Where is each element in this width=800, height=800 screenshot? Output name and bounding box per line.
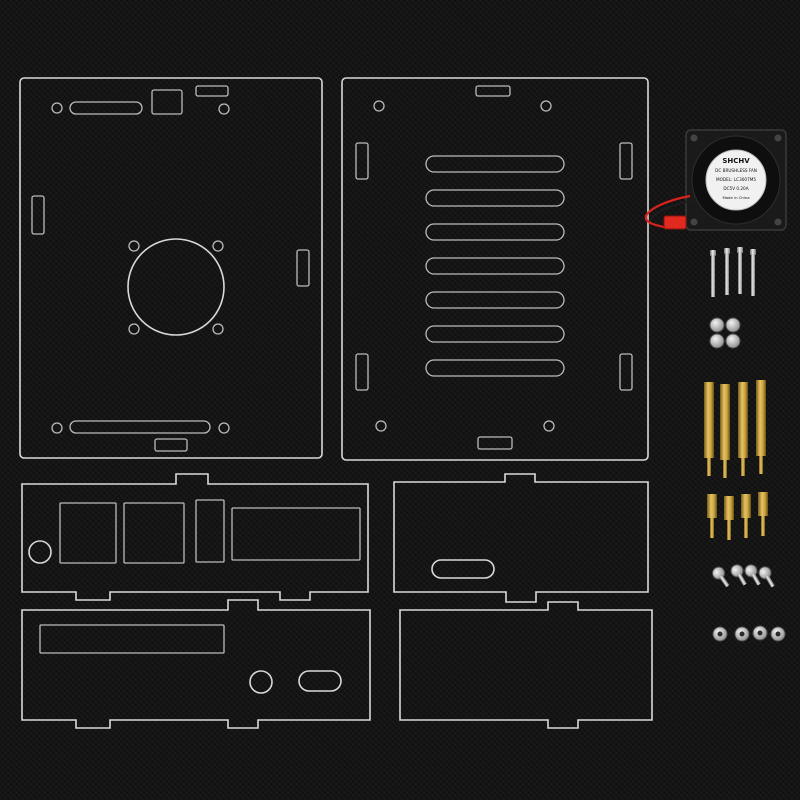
long-brass-standoff [738,382,748,476]
small-nut [734,626,750,642]
hex-nut [725,333,741,349]
short-screw [744,564,761,586]
short-brass-standoffs [707,492,768,540]
acrylic-port-side-panel [21,473,369,601]
hex-nut [709,333,725,349]
fan-origin-text: Made in China [722,195,749,200]
hex-nut [725,317,741,333]
short-screws [712,564,775,588]
long-screw [724,248,730,295]
short-screw [758,566,775,588]
long-screw [737,247,743,294]
small-nut [712,626,728,642]
fan-rating-text: DC5V 0.20A [723,186,748,191]
long-brass-standoff [704,382,714,476]
hex-nuts [709,317,741,349]
long-screws [710,247,756,297]
cooling-fan [685,129,787,231]
acrylic-top-left-plate [19,77,323,459]
long-brass-standoffs [704,380,766,478]
long-screw [710,250,716,297]
short-screw [730,564,747,586]
fan-type-text: DC BRUSHLESS FAN [715,168,757,173]
acrylic-bottom-left-panel [21,599,371,729]
short-brass-standoff [758,492,768,536]
small-nut [770,626,786,642]
fan-wires [644,194,693,230]
short-brass-standoff [707,494,717,538]
acrylic-bottom-right-panel [399,601,653,729]
acrylic-top-right-plate [341,77,649,461]
small-nut [752,625,768,641]
small-nuts [712,625,786,642]
long-brass-standoff [756,380,766,474]
short-brass-standoff [724,496,734,540]
long-screw [750,249,756,296]
fan-connector [663,215,687,230]
short-screw [712,566,730,588]
acrylic-slot-side-panel [393,473,649,603]
short-brass-standoff [741,494,751,538]
hex-nut [709,317,725,333]
fan-brand-text: SHCHV [722,157,750,165]
long-brass-standoff [720,384,730,478]
fan-model-text: MODEL: LC3007M5 [716,177,756,182]
fan-label: SHCHV DC BRUSHLESS FAN MODEL: LC3007M5 D… [715,157,757,200]
